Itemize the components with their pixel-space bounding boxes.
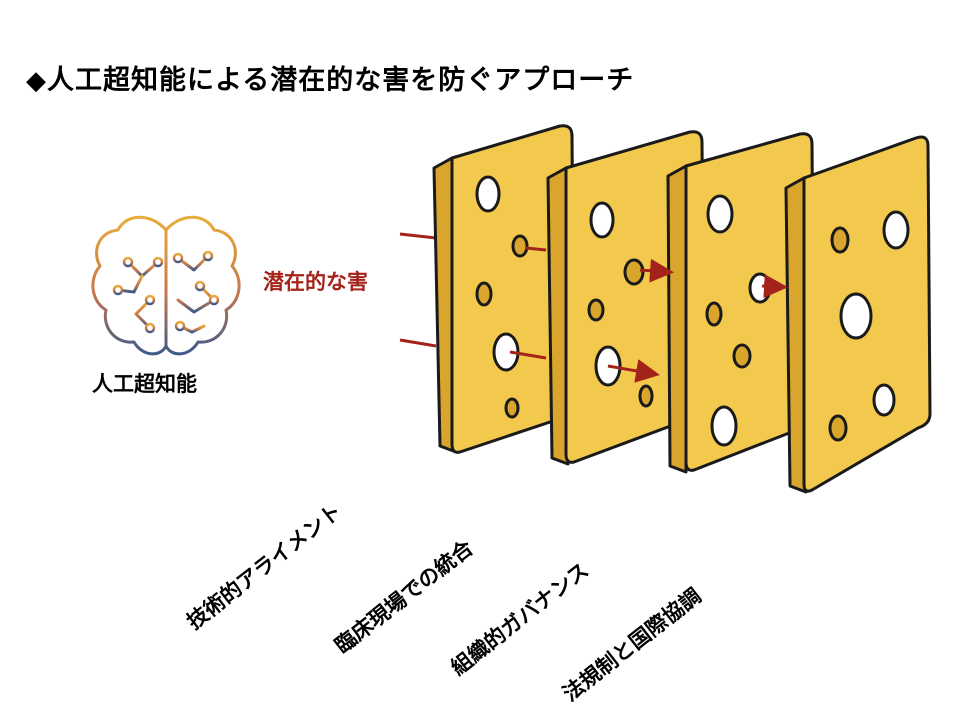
- diamond-bullet-icon: ◆: [26, 66, 47, 96]
- title-text: 人工超知能による潜在的な害を防ぐアプローチ: [47, 65, 635, 96]
- harm-line-upper: [399, 232, 437, 240]
- harm-arrow-upper-1: [525, 246, 547, 252]
- brain-circuit-icon: [91, 215, 241, 356]
- cheese-slice-3: [666, 132, 816, 474]
- harm-label: 潜在的な害: [263, 270, 368, 294]
- cheese-slice-4: [784, 135, 932, 494]
- harm-line-lower: [399, 338, 437, 348]
- cheese-slice-1: [432, 124, 576, 454]
- ai-label: 人工超知能: [92, 372, 197, 396]
- harm-arrow-upper-3: [761, 274, 788, 299]
- page-title: ◆人工超知能による潜在的な害を防ぐアプローチ: [26, 58, 634, 97]
- harm-arrow-lower-1: [509, 350, 547, 360]
- harm-arrow-lower-2: [607, 359, 660, 383]
- harm-arrow-upper-2: [639, 258, 674, 283]
